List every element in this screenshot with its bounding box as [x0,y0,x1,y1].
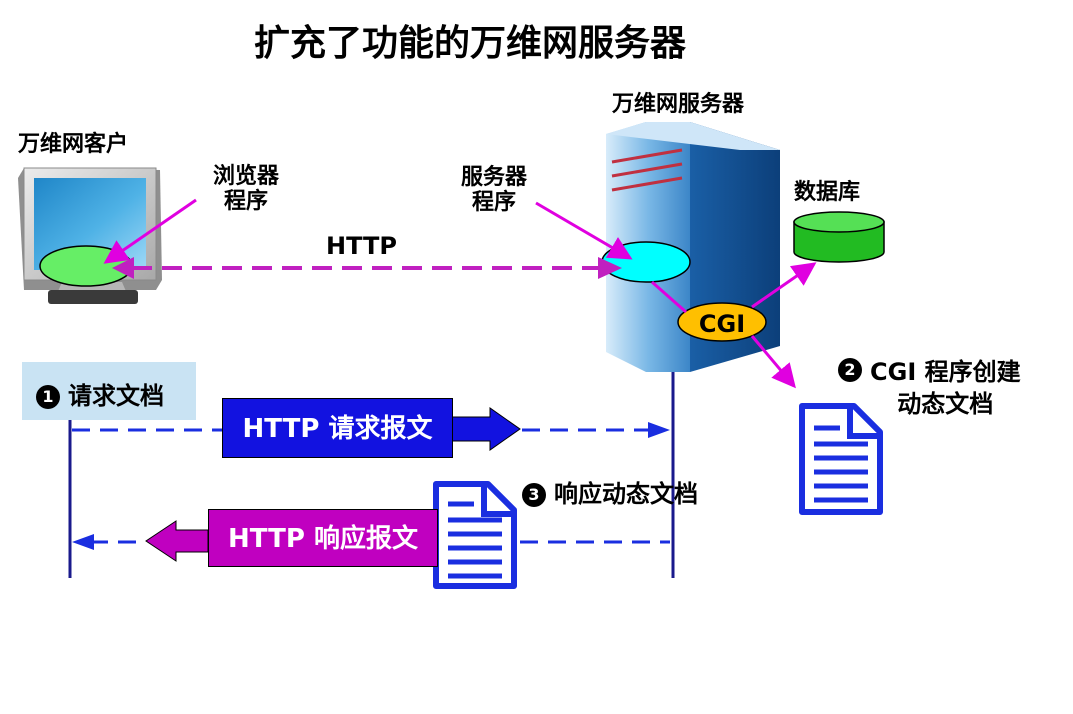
database-label: 数据库 [794,180,861,205]
step-2-badge: 2 [838,358,862,382]
server-to-cgi-link [651,280,687,314]
cgi-to-document-arrow [750,335,796,389]
http-protocol-label: HTTP [326,232,397,260]
dynamic-document-icon [799,403,883,515]
step-2-label: 2 CGI 程序创建 动态文档 [838,356,1021,421]
request-arrow-head [451,407,521,451]
step-3-badge: 3 [522,483,546,507]
response-document-icon [433,481,517,589]
database-icon [793,211,885,263]
browser-program-label: 浏览器 程序 [212,164,279,215]
step-1-label: 1 请求文档 [36,376,164,411]
diagram-title: 扩充了功能的万维网服务器 [253,23,686,64]
step-3-text: 响应动态文档 [554,480,698,508]
client-label: 万维网客户 [18,132,129,157]
cgi-ellipse [677,302,767,342]
cgi-label: CGI [699,310,745,338]
cgi-to-database-arrow [751,262,817,309]
step-3-label: 3 响应动态文档 [522,474,698,509]
response-flow-line [72,534,670,550]
request-flow-line [72,422,670,438]
server-program-label: 服务器 程序 [460,165,527,216]
server-label-pointer [535,201,633,260]
step-1-text: 请求文档 [68,382,164,410]
browser-label-pointer [103,198,197,264]
http-request-message: HTTP 请求报文 [222,398,453,458]
step-1-badge: 1 [36,385,60,409]
http-response-message: HTTP 响应报文 [208,509,438,567]
response-arrow-head [145,520,209,562]
server-label: 万维网服务器 [612,92,745,117]
step-2-text: CGI 程序创建 动态文档 [870,358,1021,419]
http-connection-line [112,257,622,279]
